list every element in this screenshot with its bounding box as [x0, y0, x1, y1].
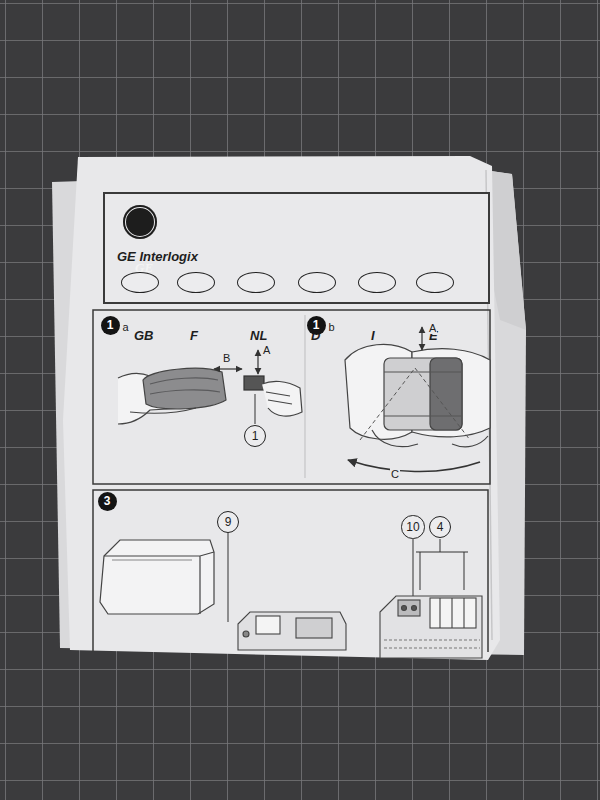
node-text: NL [250, 328, 267, 343]
motion-letter: C [390, 468, 400, 480]
node-text: 10 [406, 520, 419, 534]
cover-illustration [100, 540, 214, 614]
node-text: 1 [107, 318, 114, 332]
motion-letter: A [428, 322, 437, 334]
node-text: I [371, 328, 375, 343]
step-panel [93, 310, 490, 484]
step-number: 1a [101, 316, 120, 335]
callout-number: 10 [401, 515, 424, 538]
leader-line [255, 394, 256, 424]
hand-illustration [345, 344, 490, 446]
node-text: F [190, 328, 198, 343]
motion-arrow [257, 350, 258, 374]
callout-number: 1 [244, 425, 266, 447]
node-text: 9 [225, 515, 232, 529]
step-number: 1b [307, 316, 326, 335]
paper-front [63, 156, 500, 660]
node-text: GE Interlogix [117, 249, 198, 264]
language-oval: E [416, 272, 454, 293]
node-text: GB [134, 328, 154, 343]
language-oval: GB [121, 272, 159, 293]
panel-divider [305, 315, 306, 478]
step-number: 3 [98, 492, 117, 511]
leader-line [413, 539, 414, 596]
hand-illustration [118, 368, 302, 424]
motion-letter: A [262, 344, 271, 356]
node-text: 1 [313, 318, 320, 332]
leader-line [228, 533, 229, 622]
dashed-guide [415, 368, 470, 440]
step-suffix: a [122, 321, 130, 333]
board-illustration [380, 596, 482, 658]
callout-bracket [416, 539, 468, 590]
node-text: 1 [252, 429, 259, 443]
base-illustration [238, 612, 346, 650]
brand-logo: GE [123, 205, 157, 239]
node-text: 3 [104, 494, 111, 508]
callout-number: 9 [217, 511, 239, 533]
language-oval: NL [237, 272, 275, 293]
language-oval: D [298, 272, 336, 293]
callout-number: 4 [429, 516, 451, 538]
motion-arrow [421, 327, 422, 350]
node-text: 4 [437, 520, 444, 534]
dashed-guide [360, 368, 415, 440]
step-suffix: b [328, 321, 336, 333]
language-oval: I [358, 272, 396, 293]
language-oval: F [177, 272, 215, 293]
rotation-arrow [348, 460, 480, 472]
motion-arrow [214, 368, 242, 369]
header-box: GE Interlogix GE GB F NL D IE [103, 192, 490, 304]
motion-letter: B [222, 352, 231, 364]
